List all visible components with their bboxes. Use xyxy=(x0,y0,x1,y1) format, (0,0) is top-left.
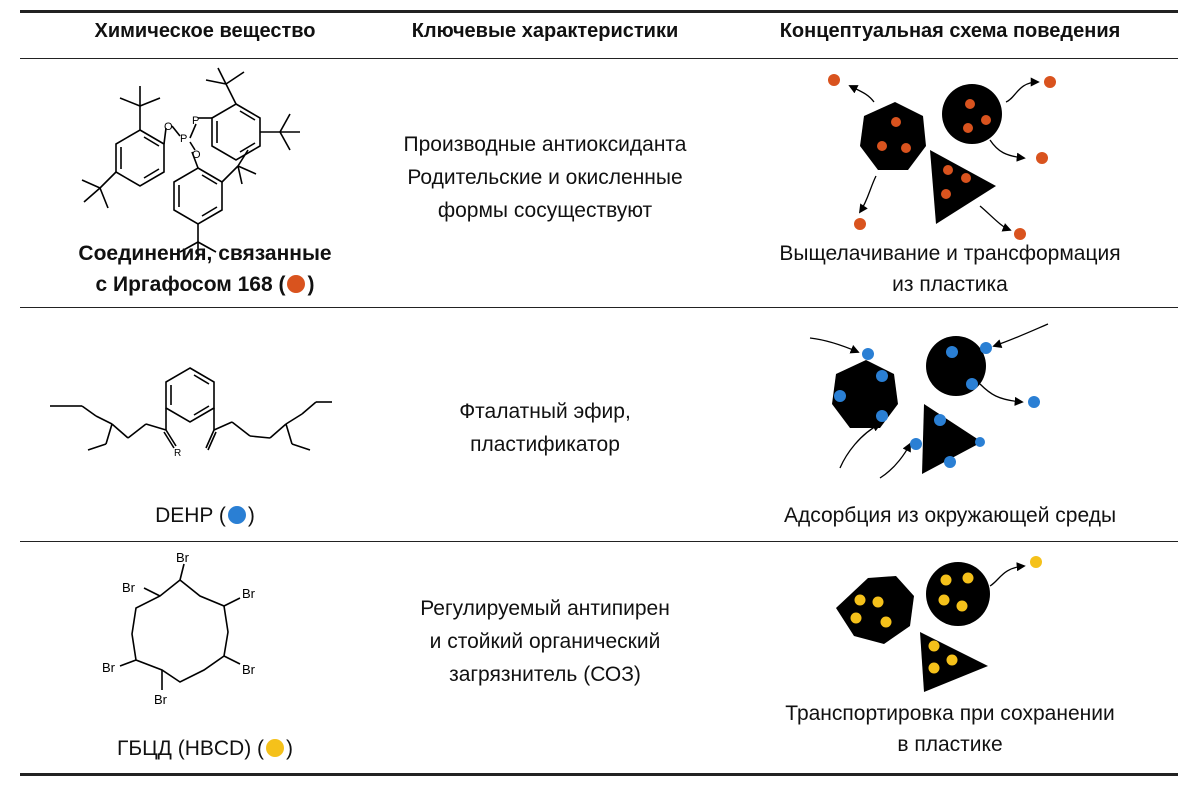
yellow-dot-icon xyxy=(266,739,285,757)
blue-dot-icon xyxy=(227,506,246,524)
name-close: ) xyxy=(307,273,315,296)
triangle-particle xyxy=(930,150,996,224)
caption-line: Транспортировка при сохранении xyxy=(785,702,1115,725)
dehp-structure: R xyxy=(50,367,332,459)
mol-label-br4: Br xyxy=(242,662,256,677)
desc-line: пластификатор xyxy=(470,433,620,456)
name-line-1: Соединения, связанные xyxy=(78,242,332,265)
caption-retention: Транспортировка при сохранении в пластик… xyxy=(730,698,1170,760)
name-close: ) xyxy=(247,504,255,527)
round-particle xyxy=(942,84,1002,144)
heptagon-particle xyxy=(860,102,926,170)
mol-label-o1: O xyxy=(164,121,173,133)
table-top-rule xyxy=(20,10,1178,13)
mol-label-br5: Br xyxy=(102,660,116,675)
mol-label-o2: O xyxy=(192,149,201,161)
mol-label-p2: P xyxy=(192,115,199,127)
caption-line: Адсорбция из окружающей среды xyxy=(783,504,1117,527)
substance-name-hbcd: ГБЦД (HBCD) () xyxy=(40,733,370,764)
name-text: DEHP ( xyxy=(155,504,226,527)
desc-line: и стойкий органический xyxy=(429,630,661,653)
header-characteristics: Ключевые характеристики xyxy=(411,20,679,42)
round-particle xyxy=(926,562,990,626)
retention-diagram xyxy=(836,556,1042,692)
orange-dot-icon xyxy=(287,275,306,293)
substance-name-irgafos: Соединения, связанные с Иргафосом 168 () xyxy=(40,238,370,300)
hbcd-structure: Br Br Br Br Br Br xyxy=(102,550,256,707)
leaching-diagram xyxy=(828,74,1056,240)
header-behavior: Концептуальная схема поведения xyxy=(779,20,1121,42)
mol-label-br3: Br xyxy=(242,586,256,601)
mol-label-br6: Br xyxy=(154,692,168,707)
name-line-2: с Иргафосом 168 ( xyxy=(95,273,286,296)
desc-line: формы сосуществуют xyxy=(437,199,653,222)
desc-line: Фталатный эфир, xyxy=(459,400,631,423)
desc-dehp: Фталатный эфир, пластификатор xyxy=(345,395,745,461)
desc-line: Регулируемый антипирен xyxy=(420,597,670,620)
desc-line: Родительские и окисленные xyxy=(407,166,683,189)
mol-label-br1: Br xyxy=(176,550,190,565)
mol-label-r: R xyxy=(174,448,181,459)
substance-name-dehp: DEHP () xyxy=(40,500,370,531)
caption-line: из пластика xyxy=(892,273,1008,296)
caption-leaching: Выщелачивание и трансформация из пластик… xyxy=(730,238,1170,300)
desc-line: загрязнитель (СОЗ) xyxy=(449,663,641,686)
header-rule xyxy=(20,58,1178,59)
mol-label-p1: P xyxy=(180,133,187,145)
desc-irgafos: Производные антиоксиданта Родительские и… xyxy=(345,128,745,227)
name-text: ГБЦД (HBCD) ( xyxy=(116,737,265,760)
caption-line: Выщелачивание и трансформация xyxy=(779,242,1121,265)
name-close: ) xyxy=(286,737,294,760)
desc-hbcd: Регулируемый антипирен и стойкий органич… xyxy=(345,592,745,691)
row-divider-2 xyxy=(20,541,1178,542)
caption-adsorption: Адсорбция из окружающей среды xyxy=(730,500,1170,531)
irgafos-structure: O P P O xyxy=(81,67,300,260)
header-substance: Химическое вещество xyxy=(94,20,316,42)
table-bottom-rule xyxy=(20,773,1178,776)
row-divider-1 xyxy=(20,307,1178,308)
mol-label-br2: Br xyxy=(122,580,136,595)
caption-line: в пластике xyxy=(897,733,1003,756)
heptagon-particle xyxy=(836,576,914,644)
adsorption-diagram xyxy=(809,323,1049,479)
desc-line: Производные антиоксиданта xyxy=(403,133,687,156)
